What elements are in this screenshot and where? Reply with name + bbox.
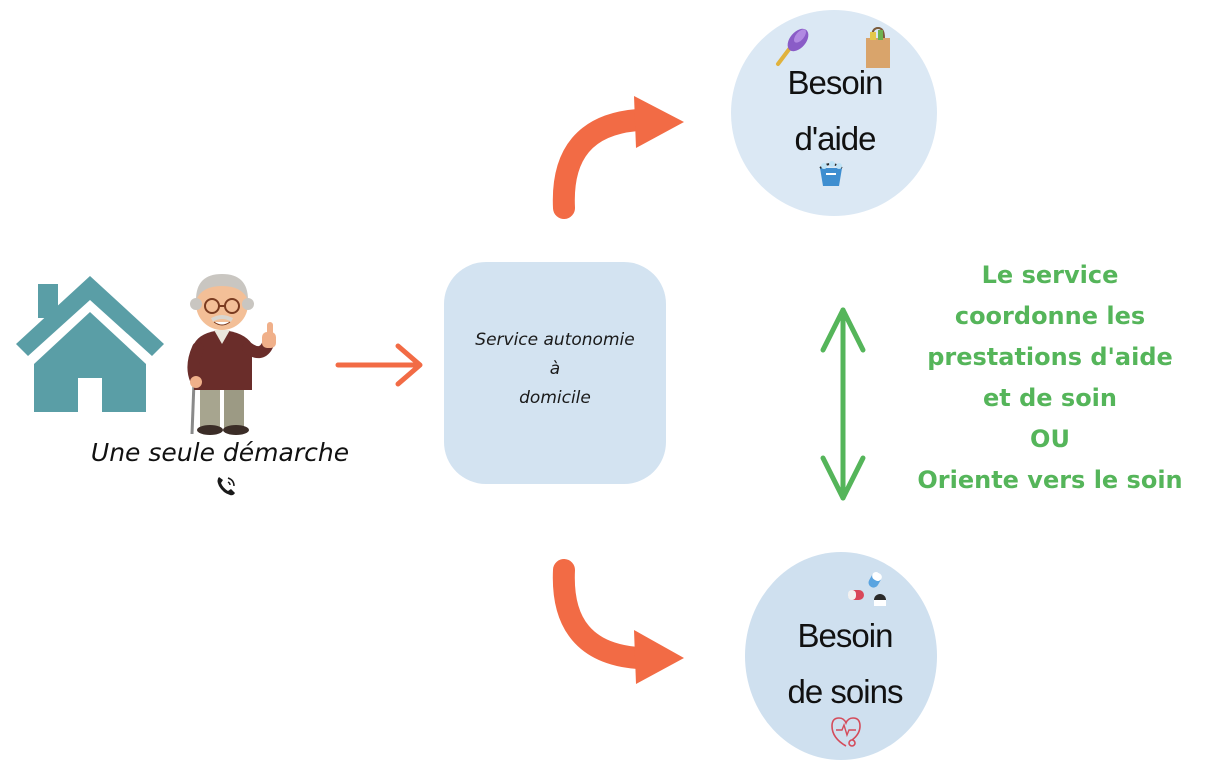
need-soins-circle	[745, 552, 937, 760]
coordination-note-line: coordonne les	[954, 302, 1146, 330]
coordination-note-line: et de soin	[982, 384, 1117, 412]
cleaning-bucket-icon	[819, 161, 843, 186]
service-label-line: Service autonomie	[475, 330, 635, 350]
curved-arrow-to-soins	[552, 559, 684, 684]
house-icon	[16, 276, 164, 412]
coordination-note: Le service coordonne les prestations d'a…	[900, 255, 1200, 501]
phone-icon	[217, 477, 235, 496]
coordination-note-line: OU	[1030, 425, 1070, 453]
feather-duster-icon	[776, 28, 809, 66]
coordination-note-line: Le service	[981, 261, 1119, 289]
service-label-line: à	[549, 359, 561, 379]
need-aide-line: d'aide	[794, 120, 876, 157]
need-aide-label: Besoin d'aide	[735, 55, 935, 167]
coordination-note-line: prestations d'aide	[927, 343, 1173, 371]
service-label: Service autonomie à domicile	[444, 326, 666, 413]
service-box	[444, 262, 666, 484]
stethoscope-icon	[831, 717, 861, 747]
coordination-note-line: Oriente vers le soin	[917, 466, 1183, 494]
curved-arrow-to-aide	[552, 96, 684, 219]
double-arrow-icon	[820, 307, 866, 501]
need-soins-label: Besoin de soins	[745, 608, 945, 720]
service-label-line: domicile	[519, 388, 591, 408]
elderly-man-icon	[187, 274, 276, 435]
need-aide-line: Besoin	[787, 64, 884, 101]
arrow-to-service	[335, 343, 423, 387]
need-soins-line: Besoin	[797, 617, 894, 654]
pills-icon	[848, 572, 886, 606]
left-caption: Une seule démarche	[90, 438, 350, 467]
need-soins-line: de soins	[787, 673, 904, 710]
shopping-bag-icon	[866, 26, 890, 68]
